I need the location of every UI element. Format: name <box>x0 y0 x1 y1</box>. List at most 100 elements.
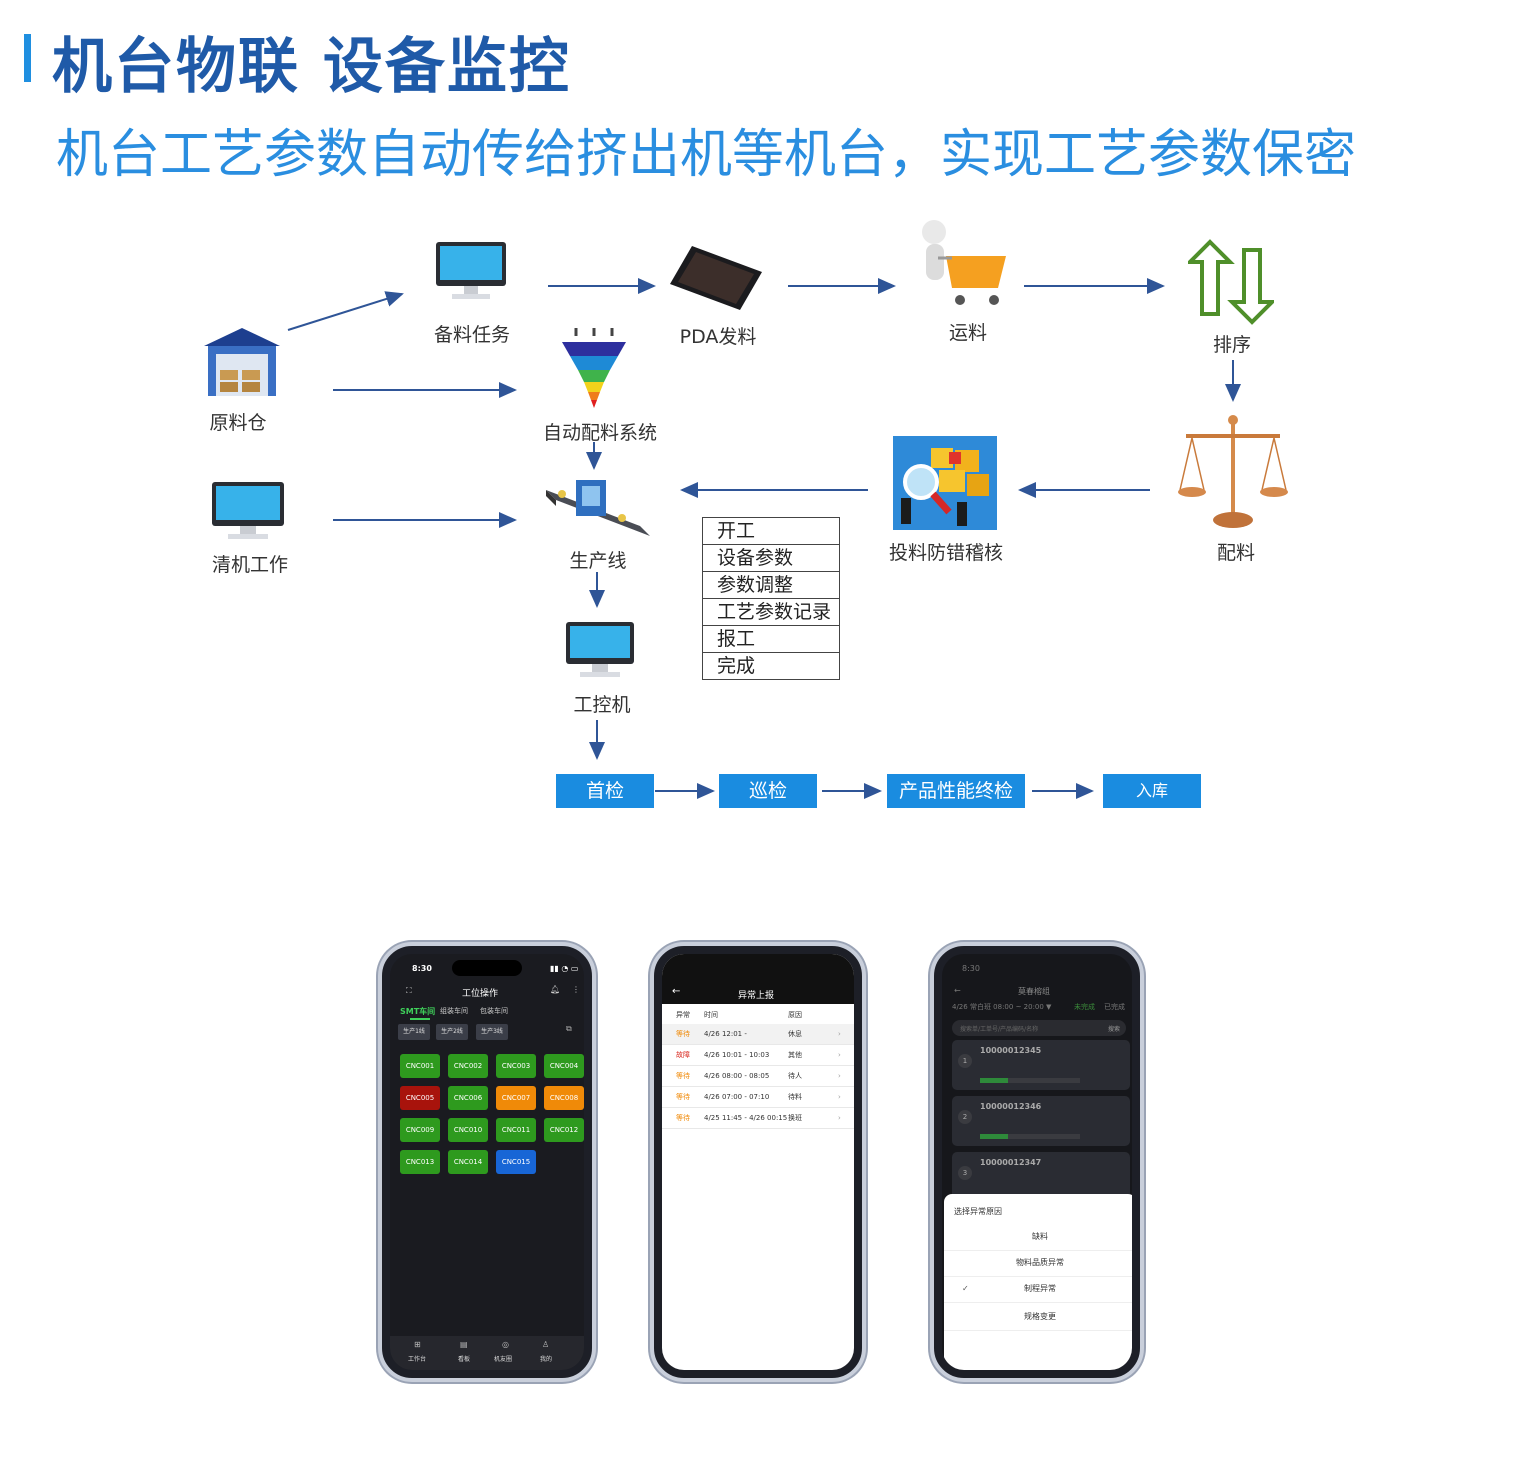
filter-finished[interactable]: 已完成 <box>1104 1003 1125 1011</box>
machine-tile[interactable]: CNC010 <box>448 1118 488 1142</box>
col-time: 时间 <box>704 1011 718 1019</box>
nav-board[interactable]: 看板 <box>458 1356 471 1363</box>
work-order-card[interactable]: 2 10000012346 <box>952 1096 1130 1146</box>
search-input[interactable]: 搜索单/工单号/产品编码/名称 搜索 <box>952 1020 1126 1036</box>
filter-unfinished[interactable]: 未完成 <box>1074 1003 1095 1011</box>
machine-tile[interactable]: CNC004 <box>544 1054 584 1078</box>
back-arrow-icon[interactable]: ← <box>954 986 961 995</box>
machine-tile[interactable]: CNC002 <box>448 1054 488 1078</box>
machine-tile[interactable]: CNC001 <box>400 1054 440 1078</box>
arrow-warehouse-to-prep <box>287 291 404 331</box>
machine-tile[interactable]: CNC008 <box>544 1086 584 1110</box>
nav-me[interactable]: 我的 <box>540 1356 553 1363</box>
col-status: 异常 <box>676 1011 690 1019</box>
sort-arrows-icon <box>1188 239 1274 325</box>
machine-tile[interactable]: CNC003 <box>496 1054 536 1078</box>
title-accent-bar <box>24 34 31 82</box>
nav-workbench[interactable]: 工作台 <box>408 1356 427 1363</box>
check-icon: ✓ <box>962 1284 969 1293</box>
status-cell: 故障 <box>676 1051 690 1059</box>
tab-packing[interactable]: 包装车间 <box>480 1007 508 1015</box>
status-time: 8:30 <box>962 964 980 973</box>
auto-batching-label: 自动配料系统 <box>542 422 657 444</box>
machine-tile[interactable]: CNC013 <box>400 1150 440 1174</box>
step-item: 参数调整 <box>703 572 839 599</box>
machine-tile[interactable]: CNC012 <box>544 1118 584 1142</box>
signal-icon: ▮▮ ◔ ▭ <box>550 964 579 973</box>
pda-label: PDA发料 <box>679 326 757 348</box>
order-number: 10000012345 <box>980 1046 1042 1055</box>
status-time: 8:30 <box>412 964 432 973</box>
time-cell: 4/26 08:00 - 08:05 <box>704 1072 770 1080</box>
reason-cell: 待人 <box>788 1072 802 1080</box>
reason-sheet: 选择异常原因 缺料 物料品质异常 制程异常 ✓ 规格变更 <box>944 1194 1132 1370</box>
machine-tile[interactable]: CNC007 <box>496 1086 536 1110</box>
user-icon: ♙ <box>542 1340 550 1349</box>
line-chip[interactable]: 生产1线 <box>398 1024 430 1040</box>
phone-team: 8:30 ← 莫春榕组 4/26 常白班 08:00 ~ 20:00 ▼ 未完成… <box>930 942 1144 1382</box>
monitor-icon <box>566 622 634 677</box>
back-arrow-icon[interactable]: ← <box>672 986 681 997</box>
bottom-nav: ⊞ 工作台 ▤ 看板 ◎ 机友圈 ♙ 我的 <box>390 1336 584 1370</box>
raw-warehouse-label: 原料仓 <box>209 412 267 434</box>
compass-icon: ◎ <box>502 1340 509 1349</box>
search-button[interactable]: 搜索 <box>1108 1026 1121 1033</box>
tab-smt[interactable]: SMT车间 <box>400 1007 436 1016</box>
warehouse-icon <box>204 328 280 396</box>
table-row[interactable]: 等待 4/26 08:00 - 08:05 待人 › <box>662 1066 854 1087</box>
ipc-label: 工控机 <box>573 694 631 716</box>
reason-option[interactable]: 缺料 <box>944 1224 1132 1251</box>
anti-error-label: 投料防错稽核 <box>888 542 1003 564</box>
machine-tile[interactable]: CNC011 <box>496 1118 536 1142</box>
notch <box>452 960 522 976</box>
shift-selector[interactable]: 4/26 常白班 08:00 ~ 20:00 ▼ <box>952 1003 1052 1011</box>
chevron-right-icon: › <box>838 1030 841 1038</box>
machine-tile[interactable]: CNC014 <box>448 1150 488 1174</box>
reason-option[interactable]: 制程异常 <box>944 1276 1132 1303</box>
status-cell: 等待 <box>676 1030 690 1038</box>
work-order-card[interactable]: 3 10000012347 <box>952 1152 1130 1202</box>
machine-tile[interactable]: CNC005 <box>400 1086 440 1110</box>
tab-assembly[interactable]: 组装车间 <box>440 1007 468 1015</box>
final-inspection-box: 产品性能终检 <box>887 774 1025 808</box>
scan-icon[interactable]: ⛶ <box>406 986 412 995</box>
first-inspection-box: 首检 <box>556 774 654 808</box>
time-cell: 4/25 11:45 - 4/26 00:15 <box>704 1114 788 1122</box>
production-line-icon <box>546 480 650 536</box>
production-line-label: 生产线 <box>569 550 627 572</box>
batching-label: 配料 <box>1216 542 1255 564</box>
bell-icon[interactable]: 🔔︎ <box>550 985 561 994</box>
sorting-label: 排序 <box>1212 334 1251 356</box>
screen-title: 工位操作 <box>462 989 499 999</box>
funnel-icon <box>562 328 626 408</box>
reason-cell: 其他 <box>788 1051 802 1059</box>
reason-option[interactable]: 规格变更 <box>944 1304 1132 1331</box>
line-chip[interactable]: 生产2线 <box>436 1024 468 1040</box>
machine-tile[interactable]: CNC015 <box>496 1150 536 1174</box>
chevron-right-icon: › <box>838 1114 841 1122</box>
machine-tile[interactable]: CNC009 <box>400 1118 440 1142</box>
line-chip[interactable]: 生产3线 <box>476 1024 508 1040</box>
flow-arrows <box>287 278 1241 799</box>
page-title: 机台物联 设备监控 <box>52 32 571 102</box>
monitor-icon <box>436 242 506 299</box>
chevron-right-icon: › <box>838 1072 841 1080</box>
col-reason: 原因 <box>788 1011 802 1019</box>
more-icon[interactable]: ⋮ <box>572 985 580 994</box>
time-cell: 4/26 10:01 - 10:03 <box>704 1051 770 1059</box>
status-cell: 等待 <box>676 1072 690 1080</box>
reason-option[interactable]: 物料品质异常 <box>944 1250 1132 1277</box>
transport-label: 运料 <box>948 322 987 344</box>
nav-circle[interactable]: 机友圈 <box>494 1356 513 1363</box>
work-order-card[interactable]: 1 10000012345 <box>952 1040 1130 1090</box>
machine-tile[interactable]: CNC006 <box>448 1086 488 1110</box>
step-item: 完成 <box>717 655 756 677</box>
cleaning-label: 清机工作 <box>211 554 288 576</box>
grid-icon: ⊞ <box>414 1340 421 1349</box>
filter-icon[interactable]: ⧉ <box>566 1024 572 1033</box>
